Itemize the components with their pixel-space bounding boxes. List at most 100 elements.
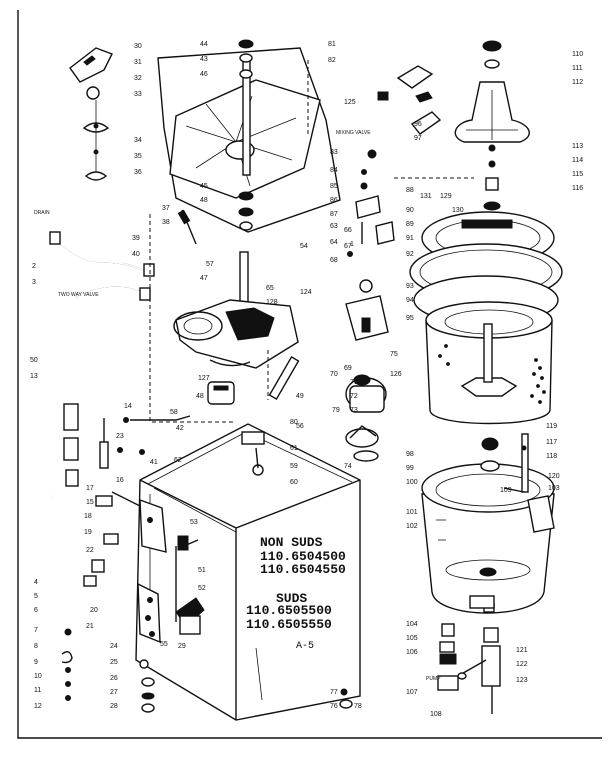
suds-title: SUDS bbox=[276, 591, 307, 606]
callout-number: 41 bbox=[150, 459, 158, 466]
callout-number: 61 bbox=[290, 445, 298, 452]
callout-number: 48 bbox=[200, 197, 208, 204]
callout-number: 80 bbox=[290, 419, 298, 426]
callout-number: 82 bbox=[328, 57, 336, 64]
non-suds-title: NON SUDS bbox=[260, 535, 323, 550]
callout-number: 87 bbox=[330, 211, 338, 218]
callout-number: 4 bbox=[34, 579, 38, 586]
callout-number: 131 bbox=[420, 193, 432, 200]
callout-number: 10 bbox=[34, 673, 42, 680]
callout-number: 119 bbox=[546, 423, 557, 430]
page-frame bbox=[17, 10, 602, 739]
switch-knob-part bbox=[82, 86, 110, 181]
callout-number: 129 bbox=[440, 193, 452, 200]
callout-number: 96 bbox=[414, 121, 422, 128]
callout-number: 124 bbox=[300, 289, 312, 296]
callout-number: 57 bbox=[206, 261, 214, 268]
callout-number: 15 bbox=[86, 499, 94, 506]
callout-number: 128 bbox=[266, 299, 278, 306]
callout-number: 65 bbox=[266, 285, 274, 292]
callout-number: 20 bbox=[90, 607, 98, 614]
spin-basket bbox=[425, 301, 553, 425]
callout-number: 95 bbox=[406, 315, 414, 322]
callout-number: 60 bbox=[290, 479, 298, 486]
callout-number: 31 bbox=[134, 59, 142, 66]
callout-number: 12 bbox=[34, 703, 42, 710]
callout-number: 71 bbox=[350, 379, 358, 386]
callout-number: 106 bbox=[406, 649, 418, 656]
callout-number: 102 bbox=[406, 523, 418, 530]
callout-number: 2 bbox=[32, 263, 36, 270]
callout-number: 11 bbox=[34, 687, 41, 694]
callout-number: 110 bbox=[572, 51, 583, 58]
callout-number: 28 bbox=[110, 703, 118, 710]
pump-motor-parts bbox=[345, 295, 389, 462]
page-reference: A-5 bbox=[296, 641, 314, 652]
callout-number: 25 bbox=[110, 659, 118, 666]
callout-numbers: 30 31 32 33 34 35 36 44 43 46 81 82 125 … bbox=[30, 41, 583, 718]
callout-number: 98 bbox=[406, 451, 414, 458]
callout-number: 13 bbox=[30, 373, 38, 380]
callout-number: 42 bbox=[176, 425, 184, 432]
callout-number: 66 bbox=[344, 227, 352, 234]
callout-number: 17 bbox=[86, 485, 94, 492]
callout-number: 86 bbox=[330, 197, 338, 204]
callout-number: 50 bbox=[30, 357, 38, 364]
callout-number: 33 bbox=[134, 91, 142, 98]
callout-number: 32 bbox=[134, 75, 142, 82]
callout-number: 112 bbox=[572, 79, 583, 86]
callout-number: 59 bbox=[290, 463, 298, 470]
callout-number: 111 bbox=[572, 65, 583, 72]
callout-number: 116 bbox=[572, 185, 583, 192]
callout-number: 43 bbox=[200, 56, 208, 63]
callout-number: 49 bbox=[296, 393, 304, 400]
callout-number: 108 bbox=[430, 711, 442, 718]
callout-number: 123 bbox=[516, 677, 528, 684]
callout-number: 83 bbox=[330, 149, 338, 156]
callout-number: 8 bbox=[34, 643, 38, 650]
callout-number: 88 bbox=[406, 187, 414, 194]
callout-number: 9 bbox=[34, 659, 38, 666]
callout-number: 62 bbox=[174, 457, 182, 464]
callout-number: 46 bbox=[200, 71, 208, 78]
callout-number: 77 bbox=[330, 689, 338, 696]
callout-number: 130 bbox=[452, 207, 464, 214]
mixing-valve-hose bbox=[367, 65, 434, 159]
callout-number: 113 bbox=[572, 143, 583, 150]
drain-hose bbox=[33, 349, 141, 587]
callout-number: 69 bbox=[344, 365, 352, 372]
callout-number: 117 bbox=[546, 439, 557, 446]
outer-tub bbox=[421, 437, 555, 614]
two-way-valve-note: TWO WAY VALVE bbox=[58, 292, 99, 298]
callout-number: 126 bbox=[390, 371, 402, 378]
callout-number: 109 bbox=[500, 487, 512, 494]
pump-assembly bbox=[175, 535, 205, 635]
callout-number: 6 bbox=[34, 607, 38, 614]
callout-number: 7 bbox=[34, 627, 38, 634]
callout-number: 127 bbox=[198, 375, 210, 382]
callout-number: 5 bbox=[34, 593, 38, 600]
callout-number: 1 bbox=[350, 241, 354, 248]
callout-number: 85 bbox=[330, 183, 338, 190]
callout-number: 92 bbox=[406, 251, 414, 258]
callout-number: 97 bbox=[414, 135, 422, 142]
callout-number: 100 bbox=[406, 479, 418, 486]
lid-switch-parts bbox=[347, 169, 395, 293]
callout-number: 121 bbox=[516, 647, 528, 654]
callout-number: 79 bbox=[332, 407, 340, 414]
callout-number: 94 bbox=[406, 297, 414, 304]
bracket-part bbox=[69, 47, 113, 83]
cabinet-left-bracket bbox=[137, 498, 167, 644]
callout-number: 19 bbox=[84, 529, 92, 536]
callout-number: 16 bbox=[116, 477, 124, 484]
suds-model-1: 110.6505500 bbox=[246, 603, 332, 618]
mixing-valve-note: MIXING VALVE bbox=[336, 130, 371, 136]
callout-number: 24 bbox=[110, 643, 118, 650]
callout-number: 52 bbox=[198, 585, 206, 592]
callout-number: 120 bbox=[548, 473, 560, 480]
callout-number: 63 bbox=[330, 223, 338, 230]
callout-number: 38 bbox=[162, 219, 170, 226]
callout-number: 35 bbox=[134, 153, 142, 160]
callout-number: 76 bbox=[330, 703, 338, 710]
callout-number: 45 bbox=[200, 183, 208, 190]
